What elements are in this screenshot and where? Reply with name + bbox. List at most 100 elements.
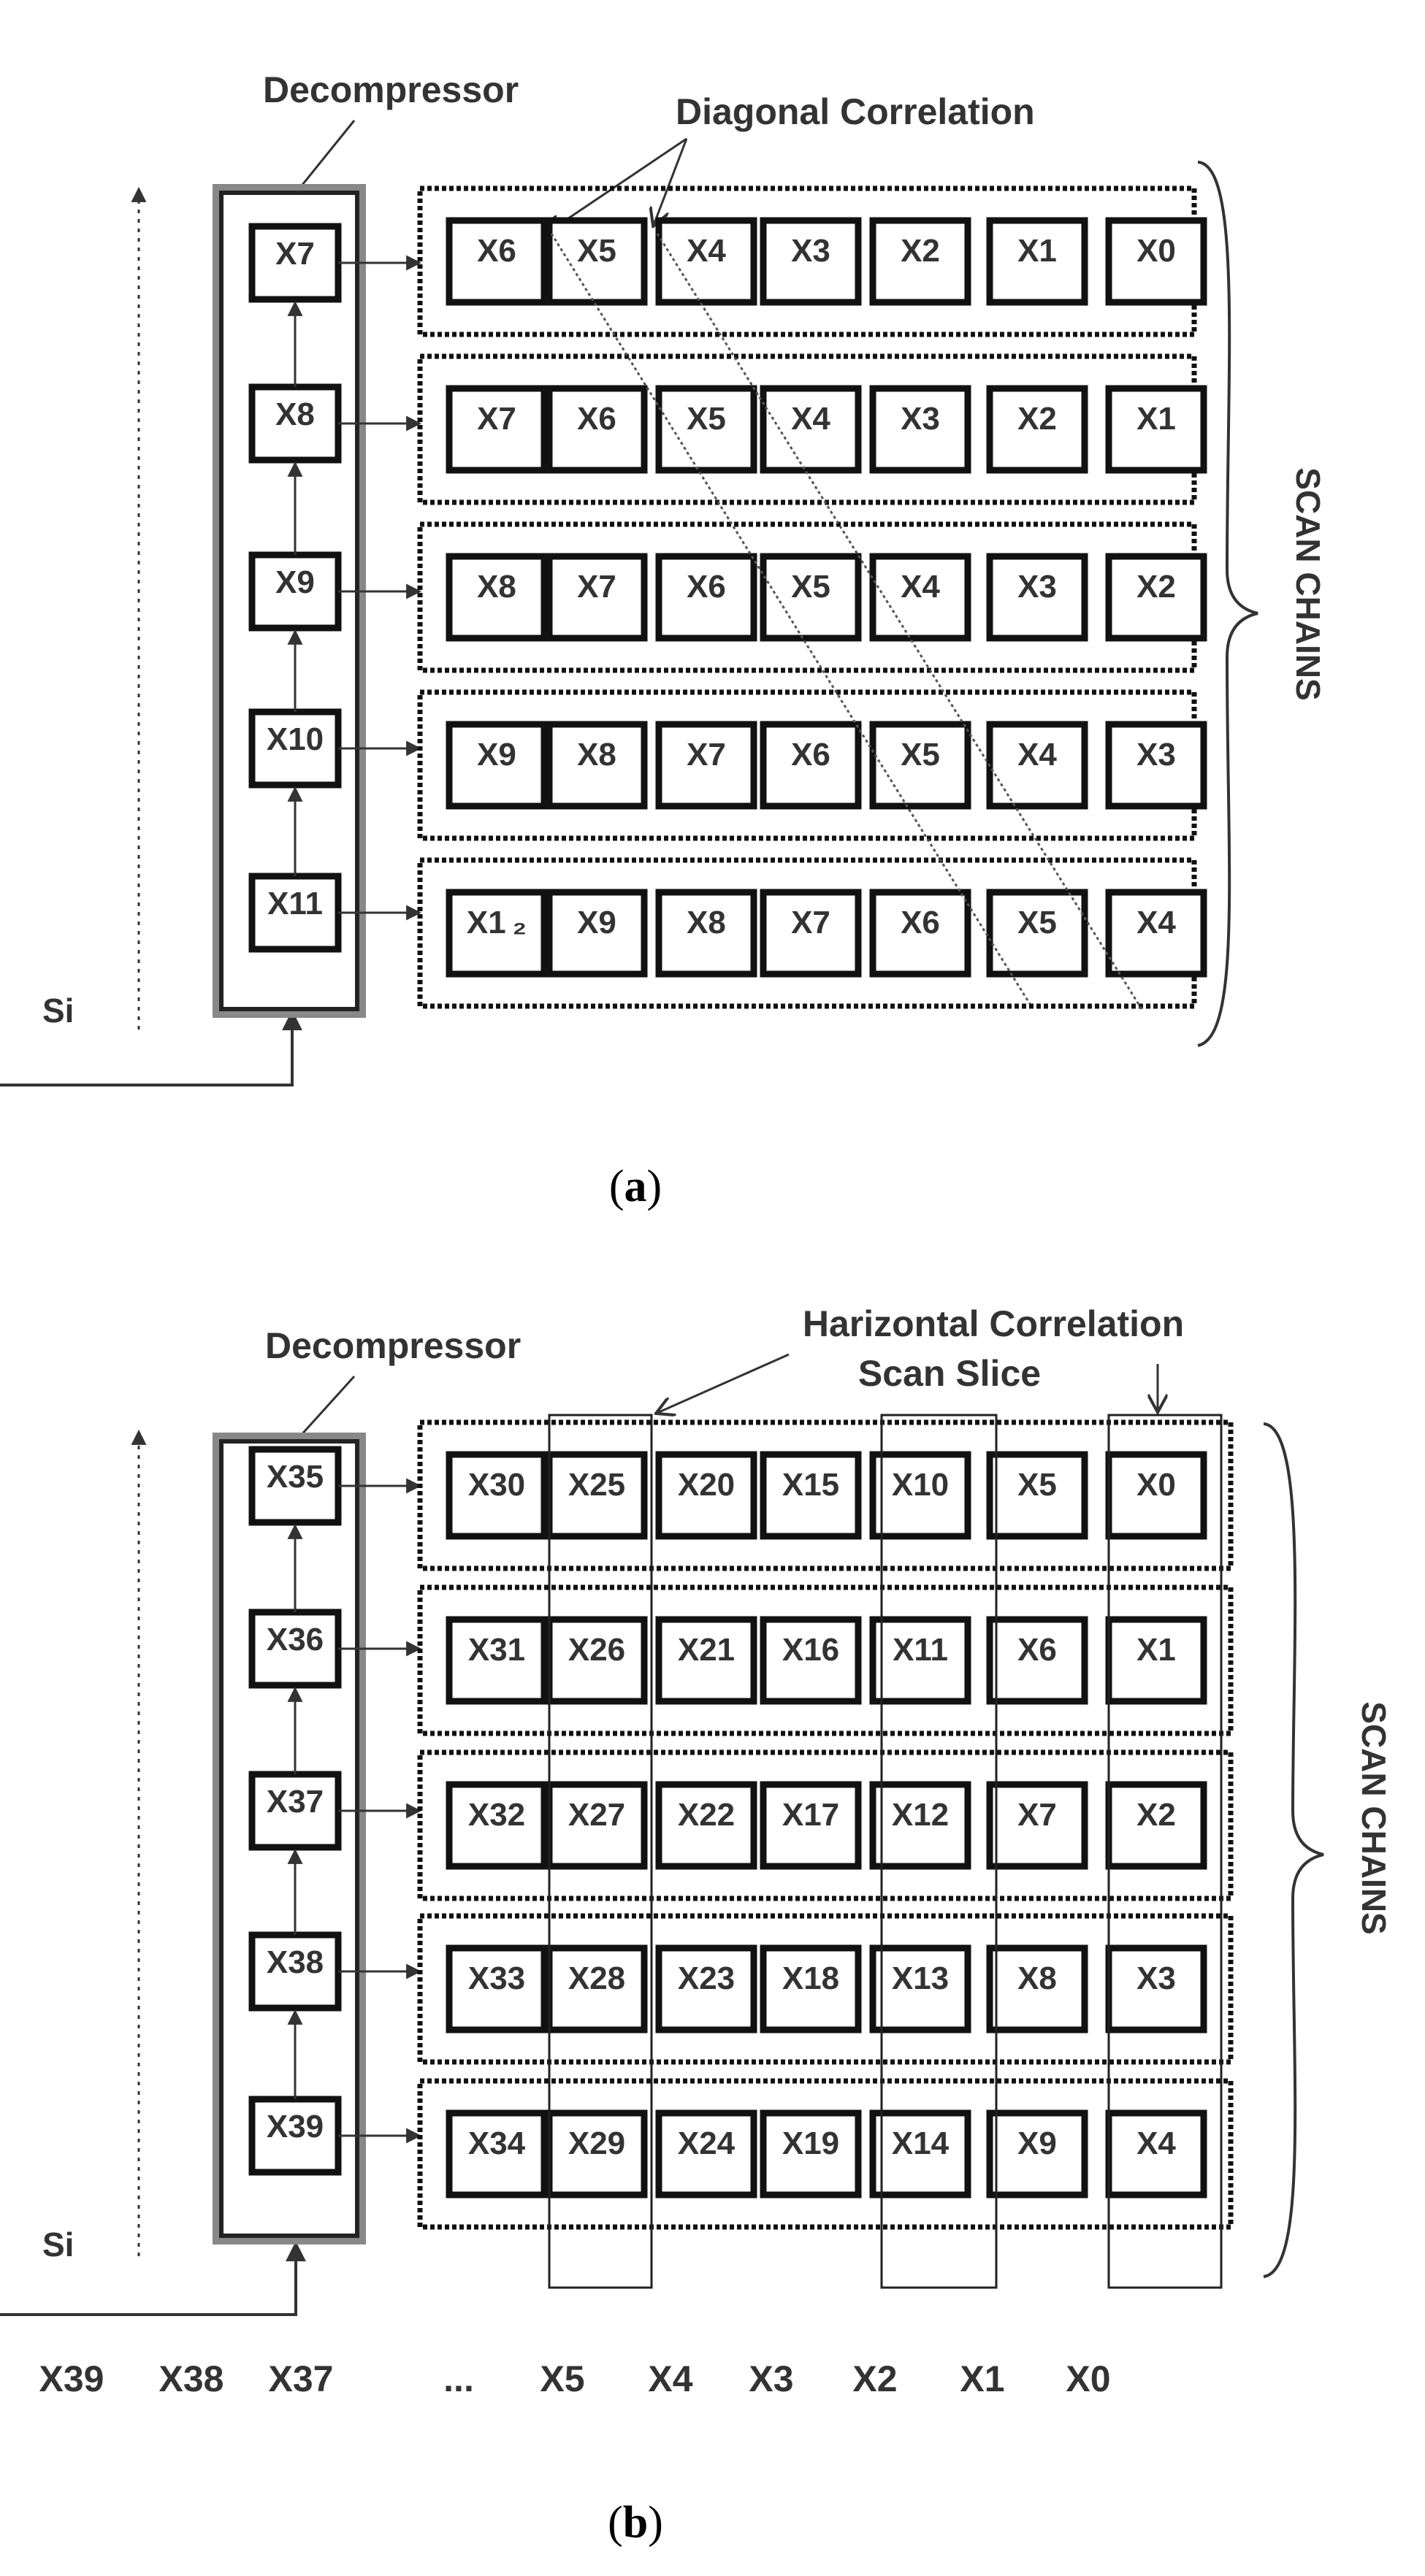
- scan-cell: X11: [869, 1616, 971, 1705]
- cell-box: [655, 1781, 757, 1870]
- scan-cell: X6: [986, 1616, 1088, 1705]
- scan-cell: X23: [655, 1944, 757, 2033]
- cell-box: [760, 553, 862, 642]
- scan-chain-frame: [417, 1584, 1234, 1736]
- cell-label: X7: [577, 569, 616, 605]
- correlation-arrow-left: [548, 137, 687, 232]
- diagonal-line-1: [550, 233, 1031, 1005]
- scan-cell: X4: [986, 721, 1088, 810]
- scan-slice-column: [548, 1414, 653, 2289]
- cell-box: [655, 1451, 757, 1540]
- scan-cell: X4: [869, 553, 971, 642]
- cell-label: X4: [687, 233, 726, 269]
- scan-cell: X6: [446, 217, 548, 306]
- scan-cell: X4: [655, 217, 757, 306]
- scan-cell: X7: [655, 721, 757, 810]
- cell-label: X37: [267, 1784, 324, 1820]
- scan-cell: X8: [986, 1944, 1088, 2033]
- cell-box: [869, 217, 971, 306]
- scan-cell: X2: [869, 217, 971, 306]
- cell-box: [986, 1616, 1088, 1705]
- scan-chains-label: SCAN CHAINS: [1355, 1701, 1393, 1934]
- cell-box: [986, 1451, 1088, 1540]
- cell-label: X6: [1017, 1632, 1057, 1668]
- cell-label: X3: [1017, 569, 1057, 605]
- sequence-item: ...: [443, 2358, 474, 2399]
- decompressor-cell: X11: [248, 873, 342, 953]
- cell-box: [446, 721, 548, 810]
- decompressor-cell: X7: [248, 223, 342, 303]
- cell-box: [546, 721, 648, 810]
- cell-label: X28: [568, 1960, 625, 1996]
- decompressor-frame-inner: [219, 191, 359, 1011]
- cell-box: [446, 385, 548, 474]
- scan-cell: X2: [1105, 553, 1207, 642]
- cell-box: [655, 2109, 757, 2199]
- cell-label: X6: [577, 401, 616, 437]
- scan-cell: X4: [1105, 889, 1207, 978]
- cell-box: [655, 553, 757, 642]
- scan-cell: X1: [1105, 1616, 1207, 1705]
- cell-box: [1105, 721, 1207, 810]
- cell-label: X2: [1136, 1797, 1176, 1833]
- scan-slice-column: [1107, 1414, 1223, 2289]
- cell-label: X34: [468, 2125, 526, 2161]
- scan-cell: X16: [760, 1616, 862, 1705]
- cell-box: [446, 1451, 548, 1540]
- scan-cell: X10: [869, 1451, 971, 1540]
- scan-cell: X5: [986, 1451, 1088, 1540]
- scan-cell: X3: [1105, 1944, 1207, 2033]
- cell-label: X9: [577, 905, 616, 940]
- cell-label: X7: [1017, 1797, 1057, 1833]
- scan-cell: X8: [546, 721, 648, 810]
- cell-label: X14: [892, 2125, 950, 2161]
- scan-cell: X3: [869, 385, 971, 474]
- scan-cell: X21: [655, 1616, 757, 1705]
- cell-label: X31: [468, 1632, 525, 1668]
- cell-box: [869, 1781, 971, 1870]
- cell-box: [655, 385, 757, 474]
- cell-label: X38: [267, 1944, 324, 1980]
- scan-cell: X1: [1105, 385, 1207, 474]
- cell-label: X8: [577, 737, 616, 773]
- cell-label: X5: [1017, 905, 1057, 940]
- cell-box: [869, 553, 971, 642]
- cell-label: X4: [1017, 737, 1057, 773]
- decompressor-cell: X38: [248, 1931, 342, 2012]
- cell-label: X36: [267, 1622, 324, 1657]
- cell-label: X25: [568, 1467, 625, 1503]
- si-label: Si: [42, 2226, 74, 2263]
- scan-chain-frame: [417, 1749, 1234, 1901]
- scan-cell: X5: [760, 553, 862, 642]
- cell-box: [760, 1616, 862, 1705]
- scan-chain-frame: [417, 1419, 1234, 1571]
- scan-cell: X25: [546, 1451, 648, 1540]
- cell-label: X27: [568, 1797, 625, 1833]
- sequence-item: X2: [852, 2358, 897, 2399]
- cell-label: X11: [267, 886, 323, 921]
- cell-label: X2: [901, 233, 940, 269]
- cell-label: X35: [267, 1459, 324, 1495]
- cell-box: [986, 553, 1088, 642]
- cell-label: X32: [468, 1797, 525, 1833]
- cell-box: [760, 889, 862, 978]
- cell-box: [655, 217, 757, 306]
- scan-cell: X33: [446, 1944, 548, 2033]
- decompressor-cell: X39: [248, 2096, 342, 2176]
- si-input-line: [0, 2241, 306, 2316]
- cell-label: X0: [1136, 1467, 1176, 1503]
- cell-label: X7: [791, 905, 830, 940]
- cell-box: [869, 1944, 971, 2033]
- cell-label: X26: [568, 1632, 625, 1668]
- decompressor-pointer: [298, 1375, 356, 1438]
- cell-label: X18: [782, 1960, 839, 1996]
- cell-box: [1105, 1616, 1207, 1705]
- sequence-item: X37: [269, 2358, 334, 2399]
- cell-label: X39: [267, 2109, 324, 2144]
- cell-label: X23: [678, 1960, 735, 1996]
